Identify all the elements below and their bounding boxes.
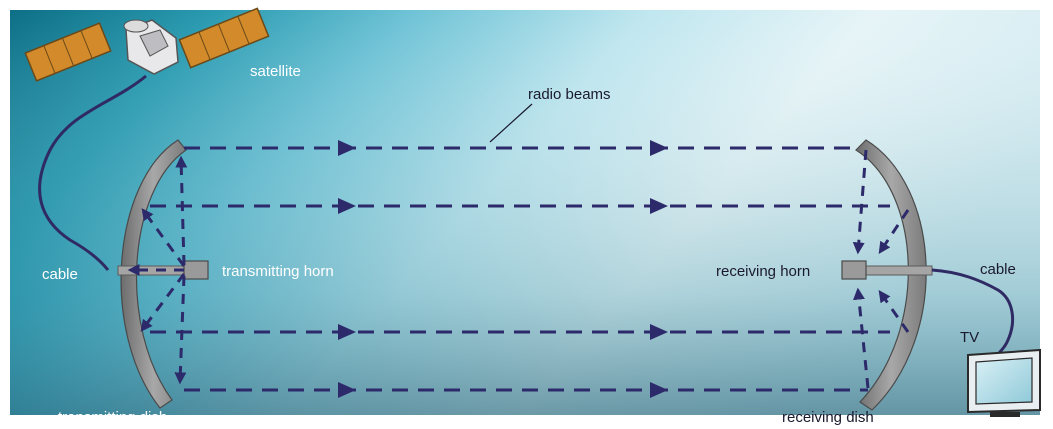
receiving-horn-label: receiving horn — [716, 263, 810, 280]
cable-right-label: cable — [980, 261, 1016, 278]
cable-left-label: cable — [42, 266, 78, 283]
receiving-dish-label: receiving dish — [782, 409, 874, 426]
beam-arrowheads — [338, 140, 668, 398]
satellite-icon — [24, 7, 270, 82]
receiving-horn — [841, 260, 867, 280]
left-cable — [38, 74, 147, 271]
right-cable — [931, 268, 1015, 359]
transmitting-horn-label: transmitting horn — [222, 263, 334, 280]
receive-radial-beams — [852, 149, 910, 389]
receiving-feed-arm — [861, 265, 933, 276]
horizontal-beams — [150, 146, 890, 392]
transmitting-dish-label: transmitting dish — [58, 409, 167, 426]
receiving-dish — [855, 139, 927, 411]
tv-label: TV — [960, 329, 979, 346]
transmit-radial-beams — [127, 155, 188, 385]
transmitting-dish — [120, 139, 187, 409]
radio-beams-pointer — [489, 103, 533, 143]
tv-icon — [967, 348, 1041, 417]
satellite-label: satellite — [250, 63, 301, 80]
background-shade — [10, 10, 1040, 415]
radio-beams-label: radio beams — [528, 86, 611, 103]
transmitting-horn — [183, 260, 209, 280]
